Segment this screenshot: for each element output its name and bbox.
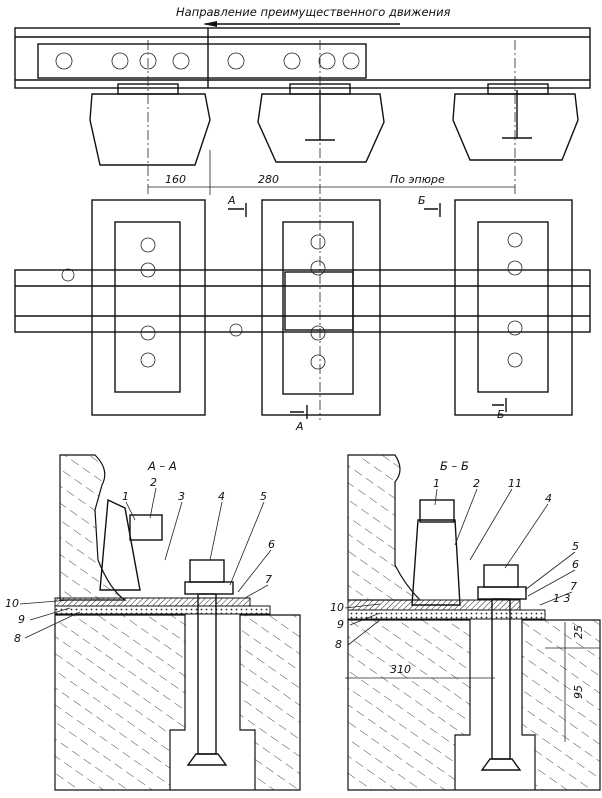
dim-160: 160 — [165, 173, 186, 186]
callout-8: 8 — [14, 632, 21, 645]
slope-mark: 1 3 — [553, 592, 571, 605]
plan-fasteners — [61, 232, 523, 370]
callout-2: 2 — [473, 477, 480, 490]
section-marker-a-bottom: А — [295, 420, 304, 433]
section-bb — [345, 454, 601, 791]
callout-3: 3 — [178, 490, 185, 503]
callouts-bb: 1 2 11 4 5 6 7 10 9 8 1 3 25 95 310 — [330, 477, 585, 699]
section-title-aa: А – А — [147, 459, 177, 473]
callout-9: 9 — [18, 613, 25, 626]
callout-4: 4 — [218, 490, 225, 503]
dim-po-epyure: По эпюре — [390, 173, 445, 186]
direction-arrow — [203, 21, 400, 27]
section-aa — [54, 454, 301, 791]
callout-2: 2 — [150, 476, 157, 489]
callout-8: 8 — [335, 638, 342, 651]
dim-280: 280 — [258, 173, 279, 186]
sleepers-elevation — [89, 83, 579, 166]
rail-elevation — [14, 27, 591, 89]
joint-bolts — [55, 52, 360, 70]
callout-10: 10 — [5, 597, 19, 610]
dim-25: 25 — [572, 625, 585, 639]
callout-1: 1 — [122, 490, 129, 503]
plan-view — [14, 199, 591, 416]
callout-5: 5 — [260, 490, 267, 503]
callout-4: 4 — [545, 492, 552, 505]
section-title-bb: Б – Б — [440, 459, 469, 473]
callout-6: 6 — [572, 558, 579, 571]
dim-310: 310 — [390, 663, 411, 676]
callout-7: 7 — [570, 580, 577, 593]
section-marker-a-top: А — [227, 194, 236, 207]
callouts-aa: 1 2 3 4 5 6 7 10 9 8 — [5, 476, 275, 645]
callout-7: 7 — [265, 573, 272, 586]
callout-6: 6 — [268, 538, 275, 551]
section-marker-b-top: Б — [418, 194, 426, 207]
callout-5: 5 — [572, 540, 579, 553]
dim-95: 95 — [572, 685, 585, 699]
callout-1: 1 — [433, 477, 440, 490]
direction-title: Направление преимущественного движения — [176, 5, 451, 19]
dimension-line-top: 160 280 По эпюре — [148, 150, 515, 195]
callout-11: 11 — [508, 477, 522, 490]
callout-9: 9 — [337, 618, 344, 631]
callout-10: 10 — [330, 601, 344, 614]
